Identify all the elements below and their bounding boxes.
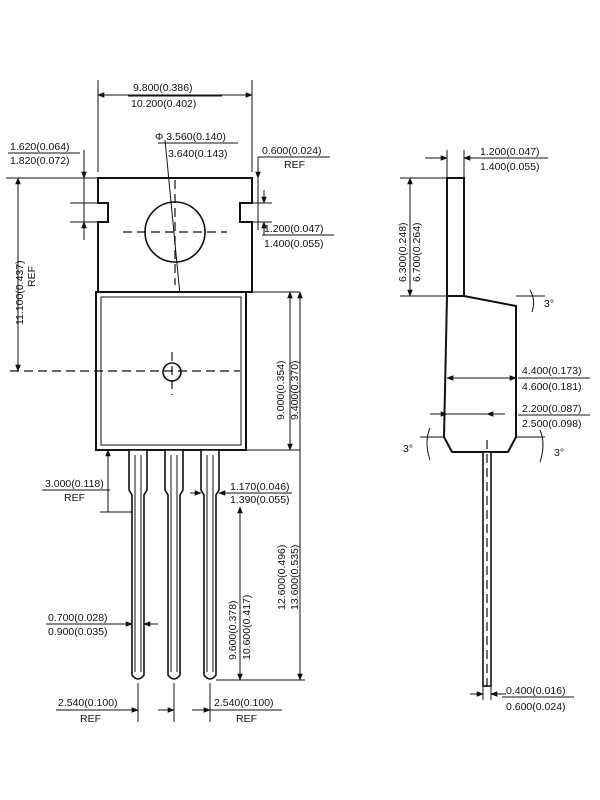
dim-body-height-min: 9.000(0.354) bbox=[275, 360, 287, 420]
dim-draft-angle-left: 3° bbox=[403, 443, 413, 455]
dim-width-min: 9.800(0.386) bbox=[133, 82, 193, 94]
dim-draft-angle-top: 3° bbox=[544, 298, 554, 310]
dim-hole-center-ref: REF bbox=[26, 266, 38, 287]
dim-body-thickness-max: 4.600(0.181) bbox=[522, 381, 582, 393]
dim-lead-upper-width-max: 1.390(0.055) bbox=[230, 494, 290, 506]
dim-pitch-left-ref: REF bbox=[80, 713, 101, 725]
dim-lead-length-max: 10.600(0.417) bbox=[241, 595, 253, 660]
dim-tab-thickness-max: 1.400(0.055) bbox=[480, 161, 540, 173]
dim-pitch-right-value: 2.540(0.100) bbox=[214, 697, 274, 709]
dim-pitch-left-value: 2.540(0.100) bbox=[58, 697, 118, 709]
leads bbox=[128, 449, 220, 680]
side-view: 1.200(0.047) 1.400(0.055) 6.300(0.248) 6… bbox=[397, 146, 590, 713]
dim-lead-offset-max: 2.500(0.098) bbox=[522, 418, 582, 430]
dim-draft-angle-right: 3° bbox=[554, 447, 564, 459]
lead-3 bbox=[200, 449, 220, 680]
front-view: 9.800(0.386) 10.200(0.402) Φ 3.560(0.140… bbox=[6, 80, 334, 725]
dim-notch-depth-min: 1.200(0.047) bbox=[264, 223, 324, 235]
dim-total-height-min: 12.600(0.496) bbox=[276, 545, 288, 610]
side-body bbox=[442, 295, 517, 453]
dim-notch-depth-max: 1.400(0.055) bbox=[264, 238, 324, 250]
side-tab bbox=[446, 177, 465, 297]
dim-lead-upper-width-min: 1.170(0.046) bbox=[230, 481, 290, 493]
dim-notch-width-min: 1.620(0.064) bbox=[10, 141, 70, 153]
dim-pitch-right-ref: REF bbox=[236, 713, 257, 725]
dim-tab-thickness-min: 1.200(0.047) bbox=[480, 146, 540, 158]
dim-lead-thickness-max: 0.600(0.024) bbox=[506, 701, 566, 713]
dim-hole-center-height: 11.100(0.437) bbox=[14, 260, 26, 325]
dim-hole-dia-min: Φ 3.560(0.140) bbox=[155, 131, 226, 143]
dim-tab-height-min: 6.300(0.248) bbox=[397, 222, 409, 282]
dim-lead-offset-value: 3.000(0.118) bbox=[45, 478, 104, 490]
dim-lead-offset-min: 2.200(0.087) bbox=[522, 403, 582, 415]
dim-body-height-max: 9.400(0.370) bbox=[289, 360, 301, 420]
dim-total-height-max: 13.600(0.535) bbox=[289, 545, 301, 610]
dim-lead-width-max: 0.900(0.035) bbox=[48, 626, 108, 638]
dim-lead-thickness-min: 0.400(0.016) bbox=[506, 685, 566, 697]
dim-notch-width-max: 1.820(0.072) bbox=[10, 155, 70, 167]
dim-tab-height-max: 6.700(0.264) bbox=[411, 222, 423, 282]
dim-lead-offset-ref: REF bbox=[64, 492, 85, 504]
dim-lead-length-min: 9.600(0.378) bbox=[227, 600, 239, 660]
dim-hole-dia-max: 3.640(0.143) bbox=[168, 148, 228, 160]
dim-body-thickness-min: 4.400(0.173) bbox=[522, 365, 582, 377]
dim-corner-ref-label: REF bbox=[284, 159, 305, 171]
lead-1 bbox=[128, 449, 148, 680]
lead-2 bbox=[164, 449, 184, 680]
dim-width-max: 10.200(0.402) bbox=[131, 98, 196, 110]
dim-corner-ref-value: 0.600(0.024) bbox=[262, 145, 322, 157]
dim-lead-width-min: 0.700(0.028) bbox=[48, 612, 108, 624]
